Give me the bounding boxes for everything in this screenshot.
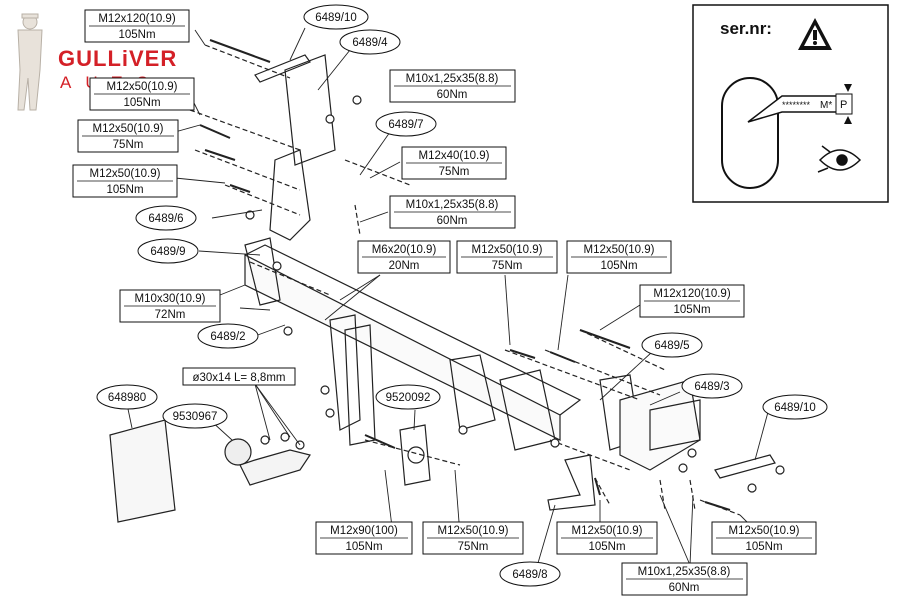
bolt-spec-size: M12x50(10.9) bbox=[107, 81, 178, 93]
serial-number-panel: ser.nr: ******** M* P bbox=[692, 4, 889, 203]
bolt-spec-box: M12x50(10.9) 105Nm bbox=[556, 521, 658, 555]
bolt-spec-size: M10x1,25x35(8.8) bbox=[406, 199, 499, 211]
part-label: 9520092 bbox=[375, 384, 441, 410]
bolt-spec-box: M12x120(10.9) 105Nm bbox=[84, 9, 190, 43]
bolt-spec-box: M10x1,25x35(8.8) 60Nm bbox=[621, 562, 748, 596]
bolt-spec-size: M12x50(10.9) bbox=[438, 525, 509, 537]
bolt-spec-box: M10x30(10.9) 72Nm bbox=[119, 289, 221, 323]
part-label-text: 6489/9 bbox=[150, 246, 185, 258]
serial-p-box bbox=[835, 93, 853, 115]
logo-figure-icon bbox=[17, 13, 43, 111]
bolt-spec-torque: 105Nm bbox=[123, 97, 160, 109]
bolt-spec-size: M12x120(10.9) bbox=[653, 288, 731, 300]
logo-brand-text: GULLiVER bbox=[58, 46, 177, 71]
arrows-icon bbox=[844, 84, 852, 124]
bolt-spec-box: M6x20(10.9) 20Nm bbox=[357, 240, 451, 274]
part-label-text: 648980 bbox=[108, 392, 146, 404]
part-label: 9530967 bbox=[162, 403, 228, 429]
serial-stars: ******** bbox=[782, 100, 811, 110]
bolt-spec-size: M12x50(10.9) bbox=[572, 525, 643, 537]
bolt-spec-size: M12x120(10.9) bbox=[98, 13, 176, 25]
bolt-spec-torque: 105Nm bbox=[745, 541, 782, 553]
bolt-spec-size: M10x30(10.9) bbox=[135, 293, 206, 305]
part-label-text: 9530967 bbox=[173, 411, 218, 423]
bolt-spec-torque: 60Nm bbox=[669, 582, 700, 594]
part-label-text: 6489/10 bbox=[315, 12, 357, 24]
part-label: 6489/10 bbox=[303, 4, 369, 30]
bolt-spec-size: M12x50(10.9) bbox=[93, 123, 164, 135]
bolt-spec-size: M10x1,25x35(8.8) bbox=[638, 566, 731, 578]
part-label-text: 6489/2 bbox=[210, 331, 245, 343]
bolt-spec-size: M12x50(10.9) bbox=[472, 244, 543, 256]
part-label: 6489/6 bbox=[135, 205, 197, 231]
bolt-spec-torque: 105Nm bbox=[106, 184, 143, 196]
bolt-spec-box: M12x90(100) 105Nm bbox=[315, 521, 413, 555]
bolt-spec-size: M12x50(10.9) bbox=[729, 525, 800, 537]
part-label: 6489/10 bbox=[762, 394, 828, 420]
part-label-text: 9520092 bbox=[386, 392, 431, 404]
eye-icon bbox=[817, 145, 862, 173]
serial-label: ser.nr: bbox=[720, 19, 772, 38]
bolt-spec-torque: 105Nm bbox=[673, 304, 710, 316]
bolt-spec-torque: 60Nm bbox=[437, 89, 468, 101]
bolt-spec-size: M12x50(10.9) bbox=[90, 168, 161, 180]
part-label: 6489/3 bbox=[681, 373, 743, 399]
towball-plate-outline bbox=[721, 77, 779, 189]
bolt-spec-box: M12x50(10.9) 105Nm bbox=[89, 77, 195, 111]
part-label: 6489/9 bbox=[137, 238, 199, 264]
bolt-spec-torque: 105Nm bbox=[600, 260, 637, 272]
bolt-spec-box: M10x1,25x35(8.8) 60Nm bbox=[389, 69, 516, 103]
bolt-spec-box: M10x1,25x35(8.8) 60Nm bbox=[389, 195, 516, 229]
part-label-text: 6489/3 bbox=[694, 381, 729, 393]
part-label: 6489/2 bbox=[197, 323, 259, 349]
bolt-spec-torque: 75Nm bbox=[113, 139, 144, 151]
bolt-spec-box: M12x50(10.9) 105Nm bbox=[711, 521, 817, 555]
parts-drawing bbox=[109, 27, 785, 566]
bolt-spec-size: M12x90(100) bbox=[330, 525, 398, 537]
washer-spec-box: ø30x14 L= 8,8mm bbox=[182, 367, 296, 386]
bolt-spec-box: M12x40(10.9) 75Nm bbox=[401, 146, 507, 180]
bolt-spec-torque: 75Nm bbox=[458, 541, 489, 553]
bolt-spec-torque: 105Nm bbox=[345, 541, 382, 553]
bolt-spec-size: M12x50(10.9) bbox=[584, 244, 655, 256]
bolt-spec-torque: 75Nm bbox=[439, 166, 470, 178]
bolt-spec-labels: M12x120(10.9) 105Nm M12x50(10.9) 105Nm M… bbox=[72, 9, 817, 596]
bolt-spec-torque: 105Nm bbox=[588, 541, 625, 553]
part-label: 6489/8 bbox=[499, 561, 561, 587]
bolt-spec-box: M12x50(10.9) 75Nm bbox=[77, 119, 179, 153]
bolt-spec-box: M12x50(10.9) 75Nm bbox=[422, 521, 524, 555]
warning-triangle-icon bbox=[798, 18, 832, 50]
bolt-spec-torque: 75Nm bbox=[492, 260, 523, 272]
serial-code-m: M* bbox=[820, 100, 832, 111]
bolt-spec-torque: 60Nm bbox=[437, 215, 468, 227]
part-label-text: 6489/8 bbox=[512, 569, 547, 581]
part-label: 6489/7 bbox=[375, 111, 437, 137]
part-label: 6489/4 bbox=[339, 29, 401, 55]
part-label-text: 6489/4 bbox=[352, 37, 388, 49]
part-label-text: 6489/5 bbox=[654, 340, 689, 352]
bolt-spec-box: M12x120(10.9) 105Nm bbox=[639, 284, 745, 318]
part-label-text: 6489/7 bbox=[388, 119, 423, 131]
bolt-spec-torque: 72Nm bbox=[155, 309, 186, 321]
bolt-spec-torque: 20Nm bbox=[389, 260, 420, 272]
part-label: 6489/5 bbox=[641, 332, 703, 358]
bolt-spec-torque: 105Nm bbox=[118, 29, 155, 41]
bolt-spec-box: M12x50(10.9) 105Nm bbox=[72, 164, 178, 198]
serial-code-p: P bbox=[840, 99, 847, 111]
part-number-labels: 6489/10 6489/4 6489/7 6489/6 6489/9 6489… bbox=[96, 4, 828, 587]
part-label-text: 6489/6 bbox=[148, 213, 183, 225]
bolt-spec-size: M10x1,25x35(8.8) bbox=[406, 73, 499, 85]
bolt-spec-size: M12x40(10.9) bbox=[419, 150, 490, 162]
bolt-spec-box: M12x50(10.9) 105Nm bbox=[566, 240, 672, 274]
part-label: 648980 bbox=[96, 384, 158, 410]
bolt-spec-box: M12x50(10.9) 75Nm bbox=[456, 240, 558, 274]
part-label-text: 6489/10 bbox=[774, 402, 816, 414]
washer-spec-text: ø30x14 L= 8,8mm bbox=[192, 372, 285, 384]
bolt-spec-size: M6x20(10.9) bbox=[372, 244, 437, 256]
